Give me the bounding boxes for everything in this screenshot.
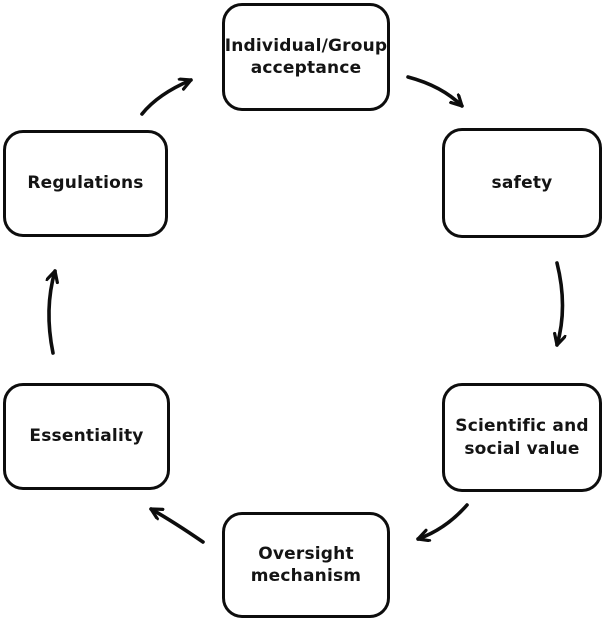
arrow-regulations-to-acceptance — [140, 80, 193, 116]
node-label: Scientific and social value — [455, 416, 589, 459]
node-label: Oversight mechanism — [250, 543, 362, 586]
node-label: Individual/Group acceptance — [224, 35, 388, 78]
arrow-safety-to-scientific — [557, 261, 563, 347]
node-oversight-mechanism: Oversight mechanism — [222, 512, 390, 618]
node-regulations: Regulations — [3, 130, 168, 237]
node-safety: safety — [442, 128, 602, 238]
arrow-scientific-to-oversight — [416, 503, 469, 539]
node-individual-group-acceptance: Individual/Group acceptance — [222, 3, 390, 111]
arrow-oversight-to-essentiality — [149, 507, 205, 544]
node-label: Essentiality — [29, 426, 144, 447]
arrow-acceptance-to-safety — [406, 75, 464, 108]
node-label: Regulations — [27, 173, 144, 194]
node-scientific-and-social-value: Scientific and social value — [442, 383, 602, 492]
node-essentiality: Essentiality — [3, 383, 170, 490]
arrow-essentiality-to-regulations — [49, 269, 55, 355]
node-label: safety — [491, 172, 553, 193]
